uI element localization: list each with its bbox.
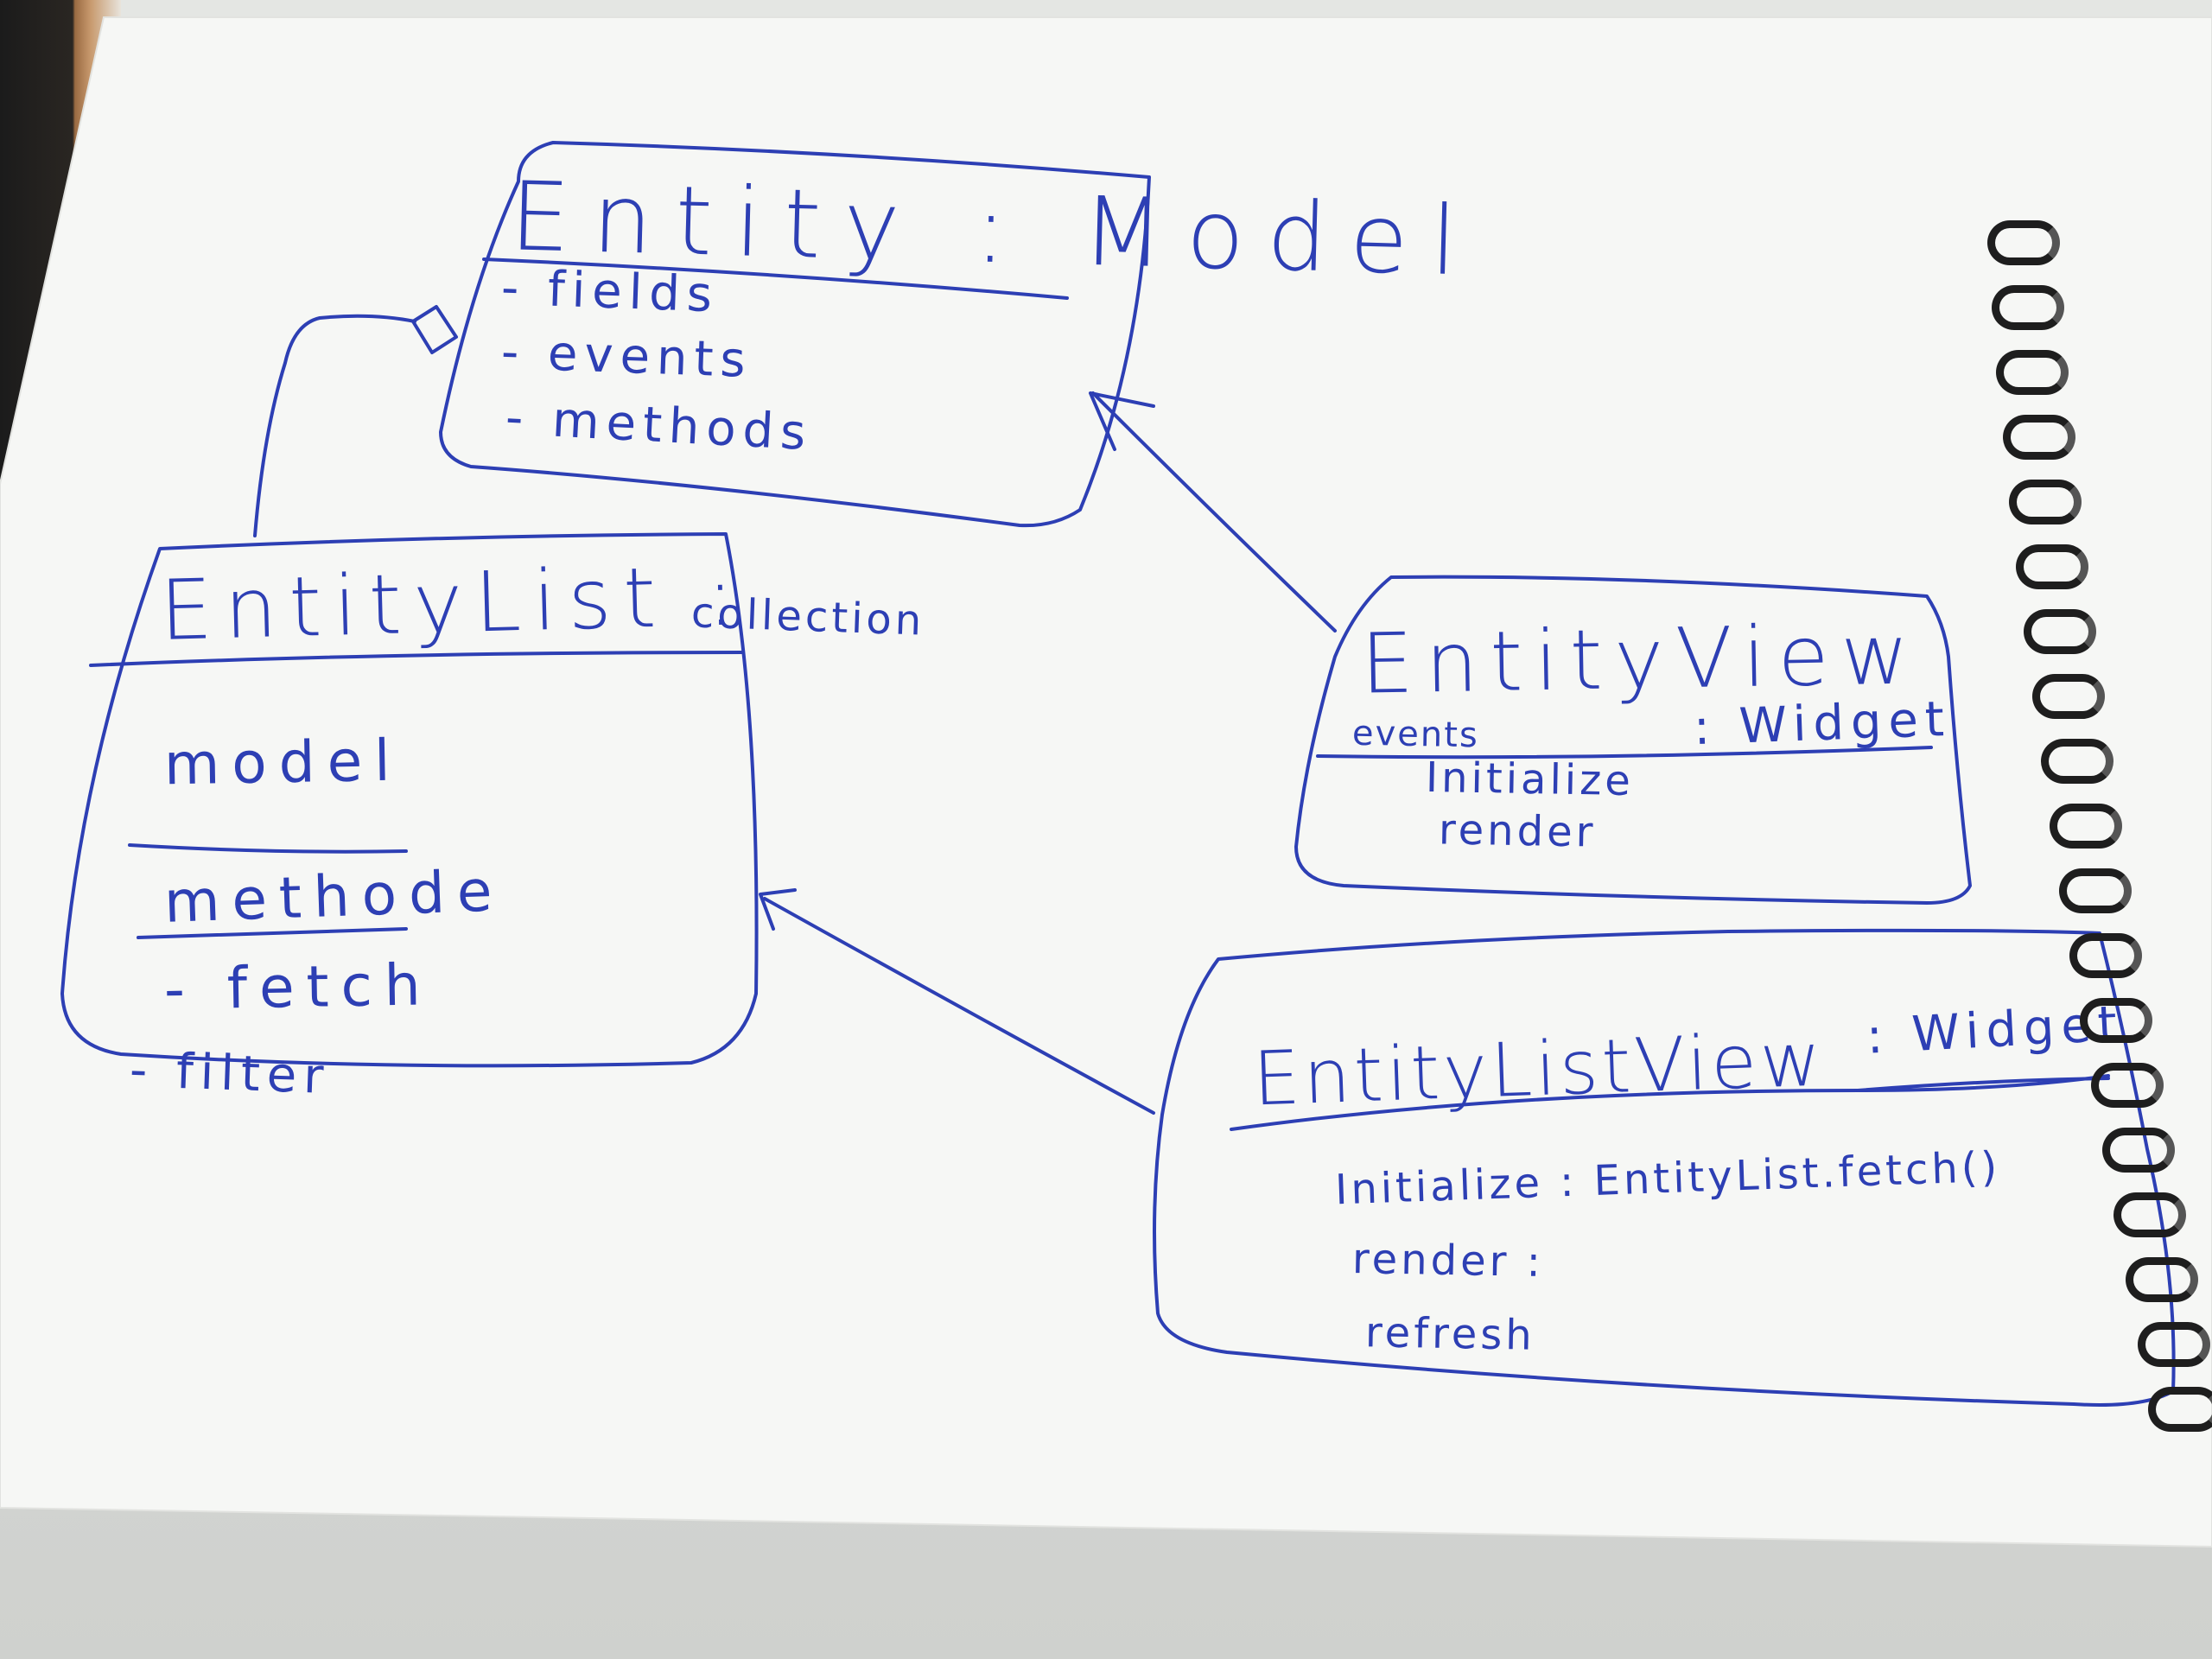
paper-sheet [0, 16, 2212, 1548]
binding-coil [2059, 868, 2132, 913]
entity-list-class-title: EntityList : [158, 547, 748, 659]
entity-view-title-divider [1316, 746, 1933, 760]
entity-list-title-divider [89, 651, 745, 667]
binding-coil [2113, 1192, 2186, 1237]
binding-coil [2024, 609, 2096, 654]
entity-list-view-title-divider [1230, 1074, 2110, 1131]
entity-view-section-events: events [1351, 713, 1480, 756]
entity-view-member-initialize: Initialize [1425, 753, 1635, 806]
binding-coil [2091, 1063, 2164, 1108]
binding-coil [2009, 480, 2082, 524]
entity-list-view-member-render: render : [1351, 1235, 1545, 1287]
entity-list-view-member-refresh: refresh [1364, 1308, 1536, 1360]
binding-coil [1996, 350, 2069, 395]
entity-member-fields: - fields [499, 259, 721, 324]
entity-list-model-divider [128, 843, 408, 854]
entity-list-view-title-underline [1856, 1077, 2110, 1092]
entity-list-view-arrowhead [759, 888, 797, 931]
aggregation-diamond [411, 305, 458, 354]
binding-coil [2016, 544, 2088, 589]
entity-list-view-class-title: EntityListView [1251, 1016, 1827, 1123]
entity-view-association-line [1091, 391, 1337, 632]
entity-view-class-title: EntityView [1360, 606, 1923, 713]
binding-coil [1987, 220, 2060, 265]
binding-coil [1992, 285, 2064, 330]
binding-coil [2050, 804, 2122, 849]
entity-class-box [439, 141, 1151, 528]
binding-coil [2126, 1257, 2198, 1302]
entity-list-section-model: model [163, 727, 404, 798]
entity-list-view-association-line [763, 897, 1155, 1115]
entity-view-arrowhead [1089, 391, 1155, 451]
binding-coil [2041, 739, 2113, 784]
entity-view-class-box [1294, 575, 1972, 905]
binding-coil [2138, 1322, 2210, 1367]
binding-coil [2102, 1128, 2175, 1173]
entity-list-class-box [60, 532, 759, 1068]
entity-member-events: - events [499, 323, 753, 390]
binding-coil [2069, 933, 2142, 978]
binding-coil [2080, 998, 2152, 1043]
entity-list-member-filter: - filter [128, 1041, 332, 1106]
entity-view-title-suffix: : Widget [1692, 690, 1952, 757]
entity-list-title-suffix: collection [690, 588, 926, 645]
binding-coil [2003, 415, 2075, 460]
entity-list-member-fetch: - fetch [163, 951, 434, 1023]
aggregation-line [253, 314, 416, 537]
entity-list-section-methods: methode [162, 857, 505, 936]
entity-view-member-render: render [1438, 805, 1597, 857]
entity-list-methods-underline [137, 927, 408, 939]
binding-coil [2148, 1387, 2212, 1432]
entity-title-divider [482, 257, 1069, 300]
binding-coil [2032, 674, 2105, 719]
